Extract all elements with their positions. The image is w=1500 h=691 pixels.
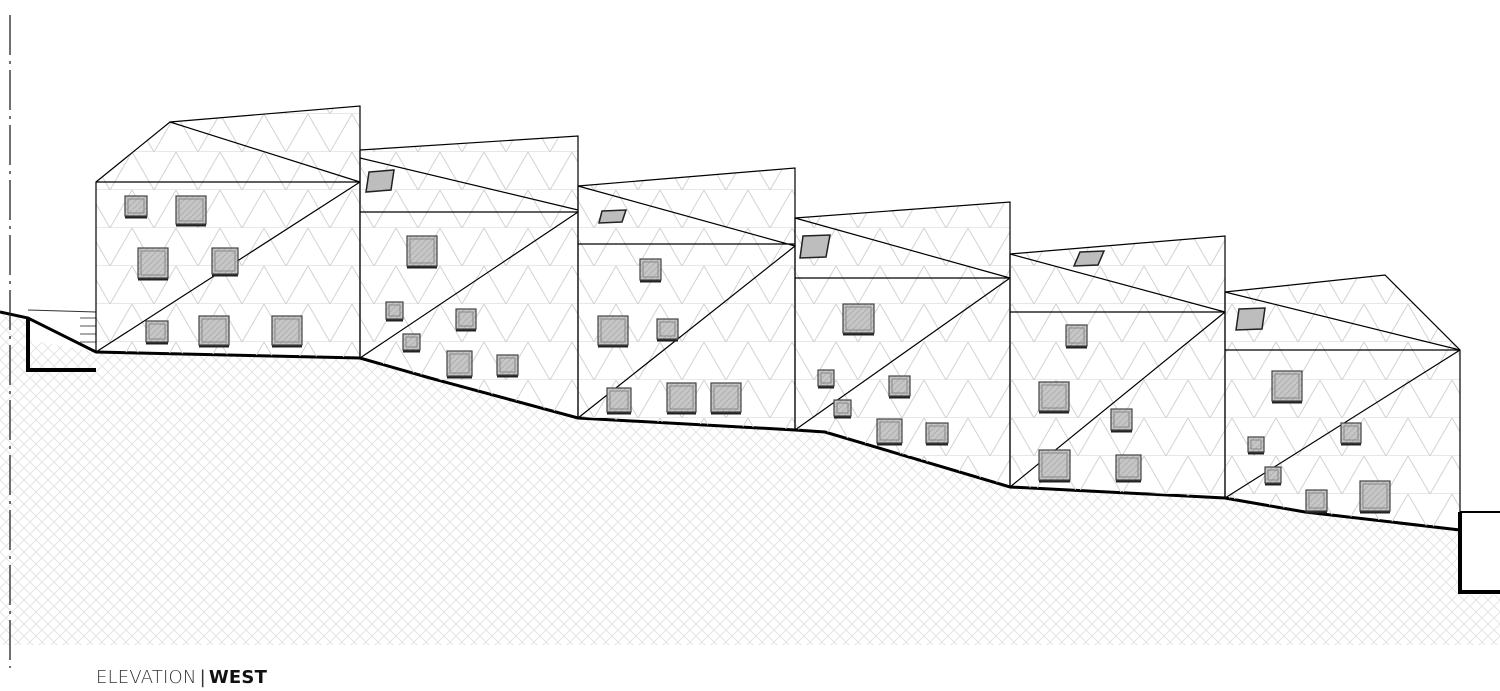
window xyxy=(1305,489,1328,514)
window xyxy=(817,369,835,389)
window xyxy=(606,387,632,415)
skylight xyxy=(1235,307,1266,331)
window xyxy=(925,422,949,446)
skylight xyxy=(365,169,395,193)
window xyxy=(597,315,629,348)
window xyxy=(1110,408,1133,433)
window xyxy=(137,247,169,281)
skylight xyxy=(1072,250,1106,267)
window xyxy=(1115,454,1142,483)
drawing-caption: ELEVATION|WEST xyxy=(96,668,267,688)
windows xyxy=(124,195,1391,514)
caption-separator: | xyxy=(199,667,206,688)
window xyxy=(145,320,169,345)
window xyxy=(1247,436,1265,455)
window xyxy=(888,375,911,399)
window xyxy=(1359,480,1391,514)
window xyxy=(406,235,438,269)
building-volume-1 xyxy=(95,105,361,359)
window xyxy=(842,303,875,336)
window xyxy=(446,350,473,379)
window xyxy=(1340,422,1362,446)
window xyxy=(271,315,303,348)
window xyxy=(175,195,207,227)
window xyxy=(455,308,477,332)
caption-direction: WEST xyxy=(208,667,268,688)
window xyxy=(666,382,697,415)
right-retaining-wall xyxy=(1458,511,1500,594)
window xyxy=(1264,466,1282,486)
window xyxy=(1038,381,1070,414)
window xyxy=(1065,324,1088,349)
building-volume-6 xyxy=(1224,274,1461,531)
window xyxy=(710,382,742,415)
skylight xyxy=(799,234,831,259)
window xyxy=(124,195,148,219)
window xyxy=(876,418,903,446)
window xyxy=(496,354,519,378)
window xyxy=(639,258,662,283)
window xyxy=(385,301,404,322)
window xyxy=(198,315,230,348)
skylights xyxy=(365,169,1266,331)
window xyxy=(211,247,239,277)
skylight xyxy=(598,209,628,224)
window xyxy=(1271,370,1303,404)
window xyxy=(656,318,679,342)
window xyxy=(833,399,852,419)
window xyxy=(1038,449,1071,483)
caption-prefix: ELEVATION xyxy=(96,667,197,688)
window xyxy=(402,333,421,353)
